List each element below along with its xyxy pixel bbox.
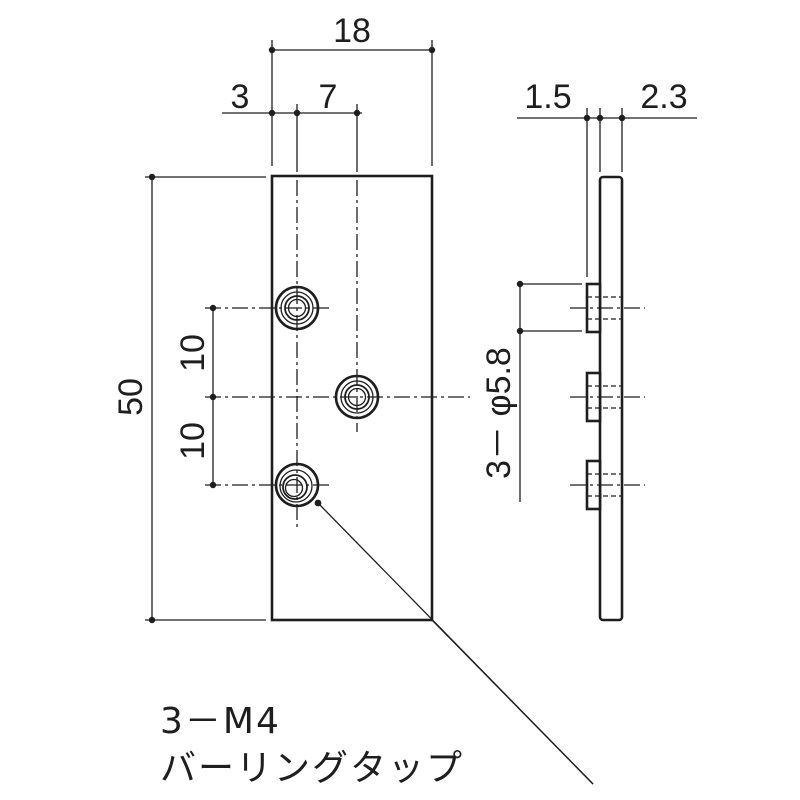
hole-outer-ring — [334, 374, 380, 420]
dimension-dot — [428, 46, 436, 54]
hole-thread-ring — [284, 295, 310, 321]
dimension-dot — [209, 393, 217, 401]
hole-bore — [287, 298, 307, 318]
dimension-dot — [268, 46, 276, 54]
burring-hole-middle — [334, 374, 380, 420]
dimension-label-hole-diameter: 3－ φ5.8 — [480, 347, 518, 479]
burring-hole-top — [274, 285, 320, 331]
side-burr-middle — [570, 371, 645, 423]
side-view-plate — [598, 175, 624, 622]
dimension-dot — [596, 114, 604, 122]
hole-bore — [284, 478, 304, 498]
left-dimensions: 50 10 10 — [112, 173, 266, 624]
front-view-plate — [270, 174, 434, 622]
hole-bore — [347, 387, 367, 407]
dimension-label-width: 18 — [333, 12, 371, 50]
hole-thread-ring — [344, 384, 370, 410]
dimension-dot — [209, 304, 217, 312]
dimension-label-side-left: 1.5 — [524, 78, 571, 116]
callout-line-description: バーリングタップ — [160, 748, 464, 789]
dimension-dot — [293, 109, 301, 117]
top-dimensions: 18 3 7 — [222, 12, 436, 172]
callout-line-thread: 3－M4 — [160, 701, 281, 742]
leader-line-corner — [431, 619, 594, 785]
side-view — [570, 175, 645, 622]
hole-thread-ring — [282, 474, 308, 500]
dimension-label-height: 50 — [112, 378, 150, 416]
dimension-dot — [148, 173, 156, 181]
hole-burr-ring — [340, 380, 374, 414]
hole-burr-ring — [279, 469, 313, 503]
burring-hole-bottom — [274, 462, 320, 508]
hole-burr-ring — [280, 291, 314, 325]
dimension-dot — [516, 280, 524, 288]
dimension-label-pitch-upper: 10 — [174, 334, 212, 372]
callout-note: 3－M4 バーリングタップ — [160, 701, 464, 789]
hole-outer-ring — [274, 285, 320, 331]
hole-outer-ring — [274, 462, 320, 508]
dimension-label-pitch-lower: 10 — [174, 422, 212, 460]
dimension-dot — [268, 109, 276, 117]
dimension-dot — [583, 114, 591, 122]
side-burr-bottom — [570, 459, 645, 511]
side-dimensions: 1.5 2.3 3－ φ5.8 — [480, 78, 697, 502]
dimension-dot — [209, 481, 217, 489]
dimension-label-side-right: 2.3 — [640, 78, 687, 116]
dimension-dot — [353, 109, 361, 117]
side-burr-top — [570, 282, 645, 334]
dimension-dot — [618, 114, 626, 122]
dimension-dot — [148, 616, 156, 624]
dimension-label-edge-to-hole: 3 — [231, 78, 250, 116]
front-view — [205, 174, 594, 785]
dimension-dot — [516, 327, 524, 335]
dimension-label-hole-offset: 7 — [319, 78, 338, 116]
